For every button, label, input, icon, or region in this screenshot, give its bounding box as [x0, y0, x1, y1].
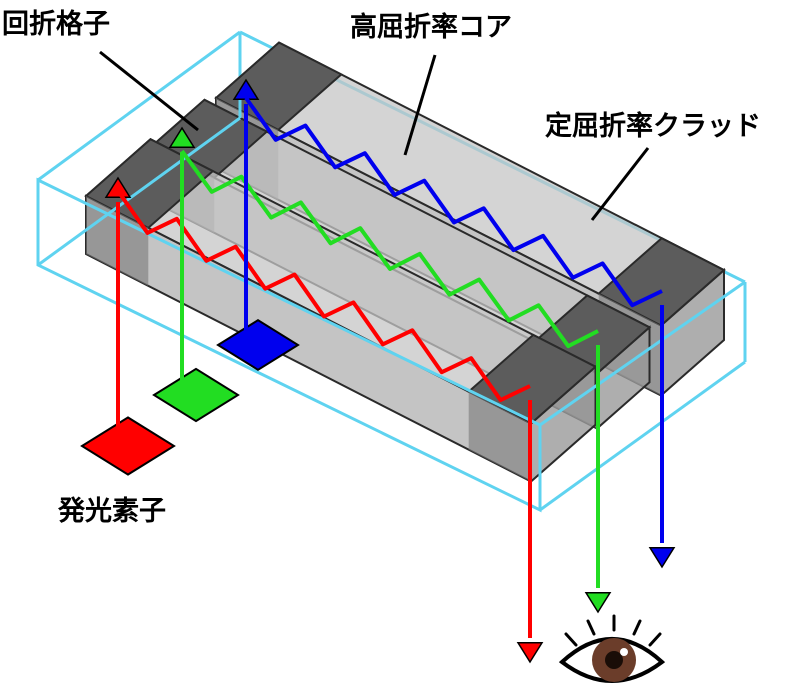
eye-icon: [558, 614, 666, 683]
down-arrow-icon: [516, 642, 544, 664]
ray-green: [168, 126, 612, 614]
cladding-label: 定屈折率クラッド: [545, 110, 761, 142]
emitter-red: [80, 416, 176, 476]
grating-label: 回折格子: [2, 9, 110, 40]
cladding-leader: [590, 147, 650, 221]
down-arrow-icon: [584, 592, 612, 614]
grating-leader: [99, 50, 199, 132]
up-arrow-icon: [168, 126, 196, 148]
leader-lines: [99, 50, 650, 221]
up-arrow-icon: [104, 176, 132, 198]
cladding-box-front: [36, 90, 747, 513]
core-label: 高屈折率コア: [350, 11, 512, 43]
emitter-green: [152, 367, 240, 423]
core-leader: [403, 54, 437, 156]
ray-blue: [232, 78, 676, 569]
ray-red: [104, 176, 544, 664]
down-arrow-icon: [648, 547, 676, 569]
emitter-label: 発光素子: [57, 496, 166, 527]
